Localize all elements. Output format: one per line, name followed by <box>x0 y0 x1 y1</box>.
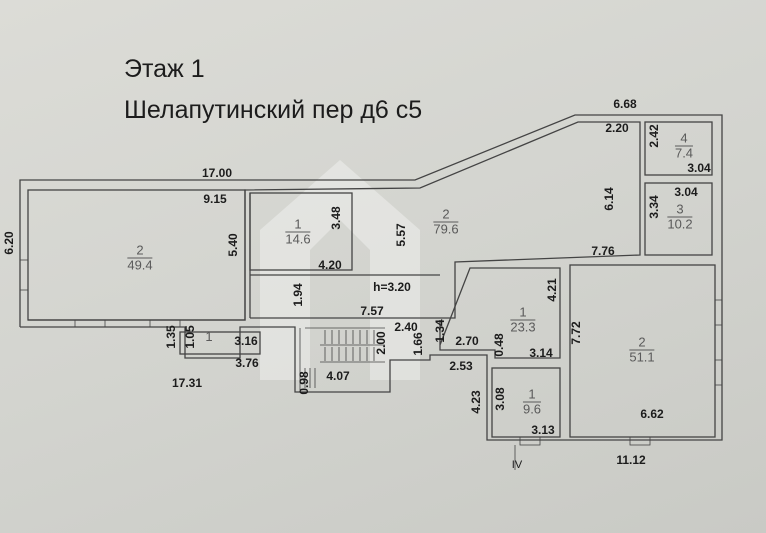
dimension-label: 11.12 <box>616 453 646 467</box>
dimension-label: 2.00 <box>374 331 388 355</box>
dimension-label: 7.72 <box>569 321 583 345</box>
floor-title: Этаж 1 <box>124 55 205 83</box>
dimension-label: 6.14 <box>602 187 616 211</box>
room-number: 1 <box>285 217 311 233</box>
dimension-label: 2.70 <box>455 334 479 348</box>
room-area: 49.4 <box>127 257 153 273</box>
room-area: 51.1 <box>629 349 655 365</box>
dimension-label: 6.68 <box>613 97 637 111</box>
room-area: 23.3 <box>510 319 536 335</box>
room-number: 1 <box>522 387 542 403</box>
dimension-label: 3.13 <box>531 423 555 437</box>
room-number: 2 <box>433 207 459 223</box>
dimension-label: 3.04 <box>674 185 698 199</box>
room-label: 1 <box>205 330 212 344</box>
dimension-label: 2.53 <box>449 359 473 373</box>
room-number: 2 <box>127 243 153 259</box>
dimension-label: 7.57 <box>360 304 384 318</box>
dimension-label: 5.40 <box>226 233 240 257</box>
room-area: 9.6 <box>522 401 542 417</box>
dimension-label: 2.40 <box>394 320 418 334</box>
dimension-label: 17.00 <box>201 166 233 180</box>
dimension-label: 1.34 <box>433 319 447 343</box>
dimension-label: 4.20 <box>318 258 342 272</box>
dimension-label: 2.20 <box>605 121 629 135</box>
dimension-label: 3.34 <box>647 195 661 219</box>
room-number: 1 <box>205 329 213 344</box>
dimension-label: 3.08 <box>493 387 507 411</box>
dimension-label: 4.23 <box>469 390 483 414</box>
room-area: 14.6 <box>285 231 311 247</box>
dimension-label: 3.76 <box>235 356 259 370</box>
section-mark: IV <box>511 459 523 471</box>
dimension-label: 3.14 <box>529 346 553 360</box>
dimension-label: 4.07 <box>326 369 350 383</box>
dimension-label: 3.48 <box>329 206 343 230</box>
ceiling-height-label: h=3.20 <box>373 280 411 294</box>
dimension-label: 3.04 <box>687 161 711 175</box>
dimension-label: 4.21 <box>545 278 559 302</box>
dimension-label: 9.15 <box>203 192 227 206</box>
dimension-label: 17.31 <box>171 376 203 390</box>
dimension-label: 6.62 <box>640 407 664 421</box>
watermark-house-icon <box>260 160 420 380</box>
room-number: 2 <box>629 335 655 351</box>
dimension-label: 0.98 <box>297 371 311 395</box>
dimension-label: 2.42 <box>647 124 661 148</box>
room-number: 1 <box>510 305 536 321</box>
room-area: 7.4 <box>674 145 694 161</box>
room-area: 10.2 <box>667 216 693 232</box>
dimension-label: 3.16 <box>234 334 258 348</box>
room-number: 4 <box>674 131 694 147</box>
dimension-label: 6.20 <box>2 231 16 255</box>
dimension-label: 7.76 <box>591 244 615 258</box>
dimension-label: 1.35 <box>164 325 178 349</box>
dimension-label: 1.66 <box>411 332 425 356</box>
dimension-label: 5.57 <box>394 223 408 247</box>
dimension-label: 1.94 <box>291 283 305 307</box>
room-area: 79.6 <box>433 221 459 237</box>
room-number: 3 <box>667 202 693 218</box>
address-title: Шелапутинский пер д6 с5 <box>124 96 423 124</box>
dimension-label: 0.48 <box>492 333 506 357</box>
dimension-label: 1.05 <box>183 325 197 349</box>
